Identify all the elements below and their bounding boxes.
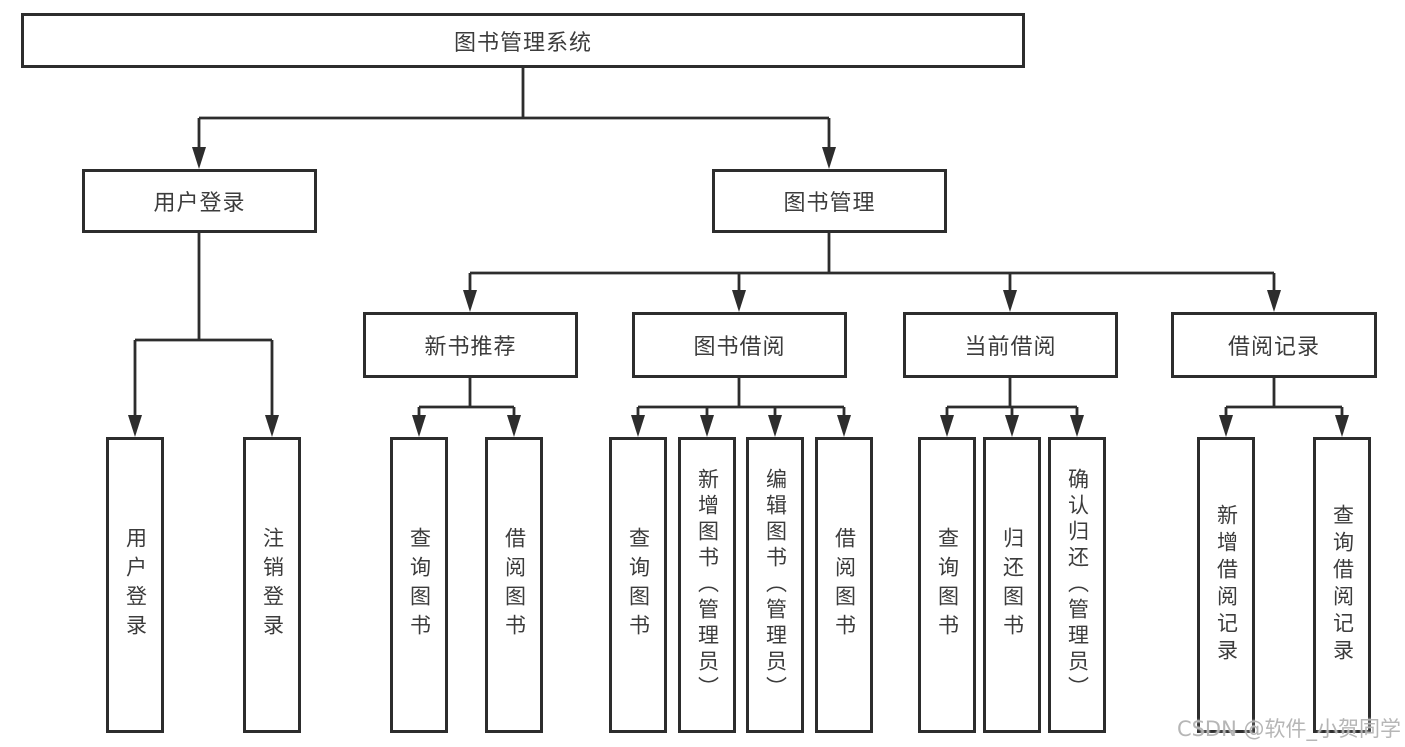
leaf-query-books-recommend-label: 查询图书	[407, 527, 432, 643]
leaf-confirm-return-admin-label: 确认归还（管理员）	[1065, 468, 1090, 702]
connector-book-management-children	[468, 233, 1276, 292]
arrow-icon	[1267, 290, 1281, 312]
leaf-query-books-borrowing-label: 查询图书	[626, 527, 651, 643]
arrow-icon	[1003, 290, 1017, 312]
leaf-add-borrow-record-label: 新增借阅记录	[1214, 504, 1239, 666]
leaf-confirm-return-admin: 确认归还（管理员）	[1048, 437, 1106, 733]
arrow-icon	[128, 415, 142, 437]
arrow-icon	[265, 415, 279, 437]
leaf-query-borrow-record-label: 查询借阅记录	[1330, 504, 1355, 666]
leaf-return-books-label: 归还图书	[1000, 527, 1025, 643]
arrow-icon	[940, 415, 954, 437]
connector-book-borrowing-children	[636, 378, 846, 417]
node-book-management: 图书管理	[712, 169, 947, 233]
leaf-borrow-books-recommend: 借阅图书	[485, 437, 543, 733]
arrow-icon	[732, 290, 746, 312]
leaf-user-login-label: 用户登录	[123, 527, 148, 643]
node-book-borrowing-label: 图书借阅	[693, 335, 786, 360]
leaf-borrow-books-label: 借阅图书	[832, 527, 857, 643]
node-root-system-label: 图书管理系统	[453, 30, 592, 56]
arrow-icon	[822, 147, 836, 169]
arrow-icon	[463, 290, 477, 312]
node-new-book-recommend-label: 新书推荐	[424, 335, 517, 360]
arrow-icon	[1219, 415, 1233, 437]
leaf-query-books-borrowing: 查询图书	[609, 437, 667, 733]
arrow-icon	[837, 415, 851, 437]
leaf-borrow-books: 借阅图书	[815, 437, 873, 733]
leaf-query-borrow-record: 查询借阅记录	[1313, 437, 1371, 733]
leaf-logout: 注销登录	[243, 437, 301, 733]
node-borrowing-records: 借阅记录	[1171, 312, 1377, 378]
node-book-management-label: 图书管理	[783, 191, 876, 216]
leaf-add-borrow-record: 新增借阅记录	[1197, 437, 1255, 733]
connector-user-login-children	[133, 233, 274, 417]
node-borrowing-records-label: 借阅记录	[1227, 335, 1320, 360]
leaf-add-books-admin-label: 新增图书（管理员）	[695, 468, 720, 702]
node-user-login: 用户登录	[82, 169, 317, 233]
arrow-icon	[192, 147, 206, 169]
node-current-borrowing-label: 当前借阅	[964, 335, 1057, 360]
node-new-book-recommend: 新书推荐	[363, 312, 578, 378]
leaf-edit-books-admin-label: 编辑图书（管理员）	[763, 468, 788, 702]
arrow-icon	[507, 415, 521, 437]
node-root-system: 图书管理系统	[21, 13, 1025, 68]
arrow-icon	[631, 415, 645, 437]
leaf-add-books-admin: 新增图书（管理员）	[678, 437, 736, 733]
arrow-icon	[1070, 415, 1084, 437]
leaf-query-books-recommend: 查询图书	[390, 437, 448, 733]
leaf-borrow-books-recommend-label: 借阅图书	[502, 527, 527, 643]
leaf-logout-label: 注销登录	[260, 527, 285, 643]
connector-root-to-level2	[197, 68, 831, 149]
arrow-icon	[1335, 415, 1349, 437]
arrow-icon	[412, 415, 426, 437]
leaf-edit-books-admin: 编辑图书（管理员）	[746, 437, 804, 733]
connector-new-book-children	[417, 378, 516, 417]
leaf-return-books: 归还图书	[983, 437, 1041, 733]
arrow-icon	[768, 415, 782, 437]
connector-borrowing-records-children	[1224, 378, 1344, 417]
node-user-login-label: 用户登录	[153, 191, 246, 216]
node-current-borrowing: 当前借阅	[903, 312, 1118, 378]
arrow-icon	[1005, 415, 1019, 437]
leaf-query-books-current-label: 查询图书	[935, 527, 960, 643]
arrow-icon	[700, 415, 714, 437]
node-book-borrowing: 图书借阅	[632, 312, 847, 378]
csdn-watermark: CSDN @软件_小贺同学	[1176, 717, 1401, 741]
leaf-query-books-current: 查询图书	[918, 437, 976, 733]
arrowheads	[128, 147, 1349, 437]
leaf-user-login: 用户登录	[106, 437, 164, 733]
connector-current-borrowing-children	[945, 378, 1079, 417]
